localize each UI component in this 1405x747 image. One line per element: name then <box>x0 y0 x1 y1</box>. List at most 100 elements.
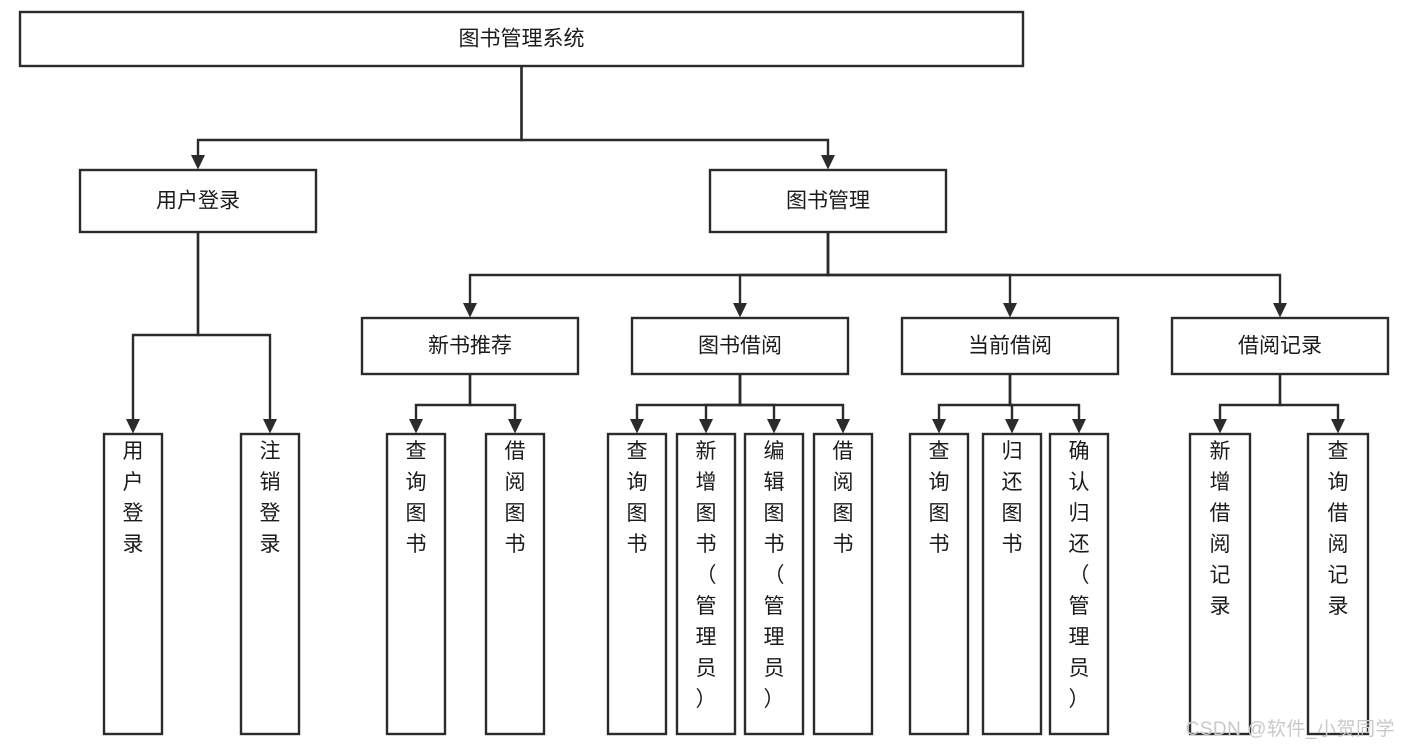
node-label-char: 图 <box>929 502 950 525</box>
node-label-char: 记 <box>1328 564 1349 587</box>
node-label-char: 借 <box>505 440 526 463</box>
connector-book_mgmt-to-borrow_record <box>826 232 1287 318</box>
node-box[interactable] <box>18 10 1025 68</box>
node-label-char: 借 <box>1210 502 1231 525</box>
node-book-borrow[interactable]: 图书借阅 <box>630 316 850 376</box>
node-label-char: 图 <box>764 502 785 525</box>
node-box[interactable] <box>1048 432 1110 736</box>
node-label-char: 录 <box>260 533 281 556</box>
node-box[interactable] <box>1170 316 1390 376</box>
node-label-char: （ <box>1069 564 1090 587</box>
node-box[interactable] <box>239 432 301 736</box>
node-label-char: 管 <box>1069 595 1090 618</box>
arrow-head-icon <box>191 155 205 170</box>
node-root[interactable]: 图书管理系统 <box>18 10 1025 68</box>
node-label-char: 询 <box>929 471 950 494</box>
node-box[interactable] <box>900 316 1120 376</box>
node-label-char: （ <box>764 564 785 587</box>
node-label: 用户登录 <box>156 190 240 213</box>
connector-borrow_record-to-leaf_add_record <box>1213 374 1282 434</box>
node-label-char: 管 <box>696 595 717 618</box>
connector-book_borrow-to-leaf_add_book <box>699 374 742 434</box>
node-box[interactable] <box>484 432 546 736</box>
node-label-char: 查 <box>1328 440 1349 463</box>
connector-current_borrow-to-leaf_confirm_return <box>1008 374 1086 434</box>
edges-layer <box>126 66 1345 434</box>
node-box[interactable] <box>102 432 164 736</box>
node-label-char: 录 <box>1328 595 1349 618</box>
node-label-char: 编 <box>764 440 785 463</box>
node-label: 图书借阅 <box>698 335 782 358</box>
node-new-book-rec[interactable]: 新书推荐 <box>360 316 580 376</box>
node-label-char: 员 <box>764 657 785 680</box>
node-box[interactable] <box>743 432 805 736</box>
node-label: 当前借阅 <box>968 335 1052 358</box>
node-user-login[interactable]: 用户登录 <box>78 168 318 234</box>
connector-root-to-book_mgmt <box>520 66 835 170</box>
node-label-char: 户 <box>123 471 144 494</box>
connector-borrow_record-to-leaf_query_record <box>1278 374 1345 434</box>
node-box[interactable] <box>981 432 1043 736</box>
arrow-head-icon <box>733 303 747 318</box>
node-label-char: 图 <box>1002 502 1023 525</box>
node-label-char: 阅 <box>1328 533 1349 556</box>
node-box[interactable] <box>385 432 447 736</box>
node-current-borrow[interactable]: 当前借阅 <box>900 316 1120 376</box>
node-leaf-user-login[interactable]: 用户登录 <box>102 432 164 736</box>
node-label-char: 新 <box>1210 440 1231 463</box>
node-borrow-record[interactable]: 借阅记录 <box>1170 316 1390 376</box>
connector-root-to-user_login <box>191 66 523 170</box>
arrow-head-icon <box>1273 303 1287 318</box>
node-label-char: 图 <box>833 502 854 525</box>
arrow-head-icon <box>836 419 850 434</box>
node-label-char: 认 <box>1069 471 1090 494</box>
node-label-char: 归 <box>1002 440 1023 463</box>
node-label-char: 书 <box>505 533 526 556</box>
node-box[interactable] <box>675 432 737 736</box>
node-label-char: ） <box>1069 688 1090 711</box>
connector-book_borrow-to-leaf_borrow_book_2 <box>738 374 850 434</box>
node-label-char: 借 <box>1328 502 1349 525</box>
node-label-char: 员 <box>696 657 717 680</box>
arrow-head-icon <box>263 419 277 434</box>
node-box[interactable] <box>1188 432 1252 736</box>
node-box[interactable] <box>606 432 668 736</box>
node-label-char: 还 <box>1069 533 1090 556</box>
node-box[interactable] <box>812 432 874 736</box>
node-label-char: 书 <box>929 533 950 556</box>
arrow-head-icon <box>932 419 946 434</box>
node-box[interactable] <box>908 432 970 736</box>
connector-user_login-to-leaf_user_login <box>126 232 200 434</box>
node-label-char: ） <box>764 688 785 711</box>
node-label-char: 增 <box>1210 471 1231 494</box>
node-box[interactable] <box>630 316 850 376</box>
node-label-char: 理 <box>764 626 785 649</box>
node-label-char: 询 <box>406 471 427 494</box>
node-label-char: 录 <box>1210 595 1231 618</box>
connector-book_borrow-to-leaf_edit_book <box>738 374 781 434</box>
node-label-char: 查 <box>406 440 427 463</box>
node-box[interactable] <box>78 168 318 234</box>
node-label-char: 理 <box>1069 626 1090 649</box>
node-box[interactable] <box>360 316 580 376</box>
node-box[interactable] <box>708 168 948 234</box>
node-box[interactable] <box>1306 432 1370 736</box>
arrow-head-icon <box>767 419 781 434</box>
node-label-char: 图 <box>696 502 717 525</box>
node-label-char: 图 <box>627 502 648 525</box>
node-book-mgmt[interactable]: 图书管理 <box>708 168 948 234</box>
